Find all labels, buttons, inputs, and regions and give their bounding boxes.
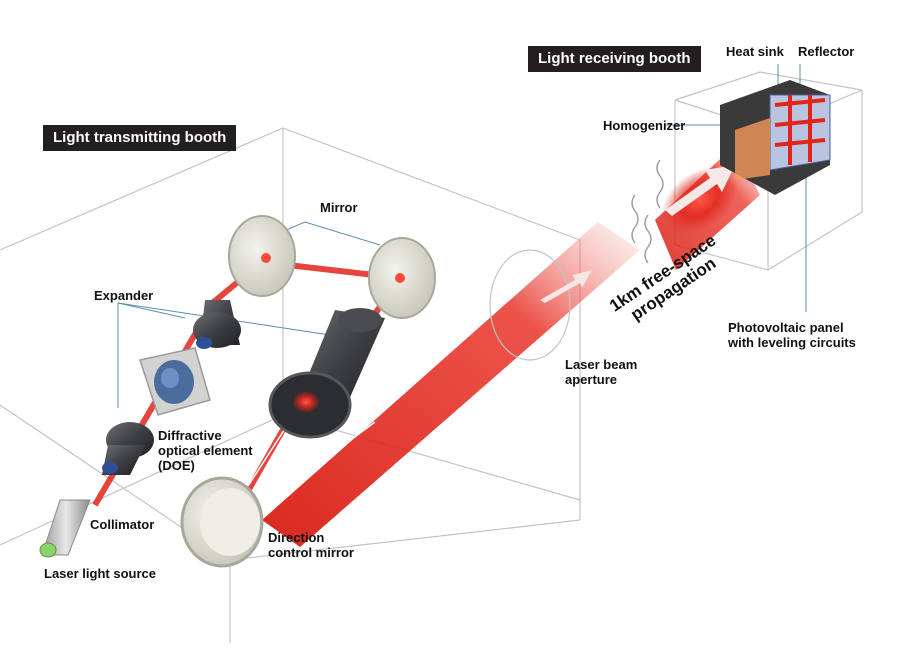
aperture-label: Laser beam aperture	[565, 357, 637, 387]
receiving-booth-tag: Light receiving booth	[528, 46, 701, 72]
doe-label-line3: (DOE)	[158, 458, 195, 473]
homogenizer-label: Homogenizer	[603, 118, 686, 133]
telescope-lens	[268, 308, 385, 439]
aperture-label-line2: aperture	[565, 372, 618, 387]
photovoltaic-panel	[720, 80, 831, 195]
pv-panel-label: Photovoltaic panel with leveling circuit…	[728, 320, 856, 350]
laser-source-label: Laser light source	[44, 566, 156, 581]
pv-panel-line2: with leveling circuits	[728, 335, 856, 350]
expander-label: Expander	[94, 288, 154, 303]
direction-mirror-line1: Direction	[268, 530, 325, 545]
direction-control-mirror	[180, 476, 264, 568]
doe-label: Diffractive optical element (DOE)	[158, 428, 253, 473]
mirror-left	[228, 215, 296, 297]
doe-plate	[139, 347, 211, 416]
expander-lens-upper	[193, 300, 241, 349]
air-wave-lines	[631, 159, 664, 264]
mirror-right	[368, 237, 436, 319]
mirror-label: Mirror	[320, 200, 358, 215]
doe-label-line1: Diffractive	[158, 428, 222, 443]
reflector-label: Reflector	[798, 44, 855, 59]
collimator-label: Collimator	[90, 517, 155, 532]
laser-beam-aperture	[489, 249, 571, 361]
aperture-label-line1: Laser beam	[565, 357, 638, 372]
beam-direction-arrow	[540, 270, 592, 303]
receiving-direction-arrow	[665, 165, 735, 216]
free-space-laser-beam	[262, 222, 640, 547]
direction-mirror-label: Direction control mirror	[268, 530, 354, 560]
pv-panel-line1: Photovoltaic panel	[728, 320, 844, 335]
return-arrow-line	[285, 421, 376, 489]
heat-sink-label: Heat sink	[726, 44, 784, 59]
direction-mirror-line2: control mirror	[268, 545, 354, 560]
expander-lens-lower	[102, 422, 154, 475]
transmitting-booth-tag: Light transmitting booth	[43, 125, 237, 151]
doe-label-line2: optical element	[158, 443, 253, 458]
collimator	[39, 499, 91, 558]
